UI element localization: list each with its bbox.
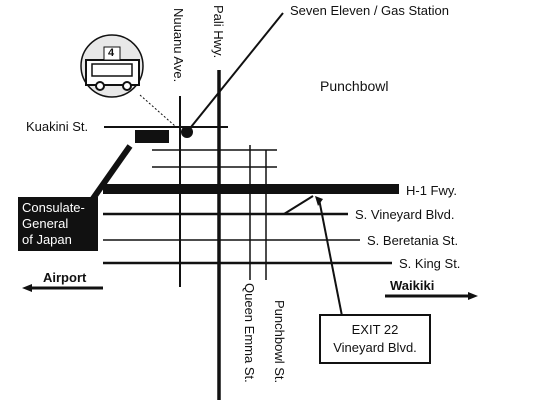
seven-eleven-marker <box>181 126 193 138</box>
beretania-street-label: S. Beretania St. <box>367 233 459 248</box>
exit-pointer-head <box>315 196 323 206</box>
exit-22-box: EXIT 22 Vineyard Blvd. <box>319 314 431 364</box>
consulate-label-line: General <box>22 216 69 231</box>
queen-emma-street-label: Queen Emma St. <box>242 283 257 383</box>
car-icon <box>80 34 144 98</box>
airport-label: Airport <box>43 270 87 285</box>
h1-freeway <box>103 184 399 194</box>
waikiki-arrow-icon <box>385 292 478 300</box>
airport-arrow-icon <box>22 284 103 292</box>
waikiki-label: Waikiki <box>390 278 435 293</box>
consulate-label-line: Consulate- <box>22 200 85 215</box>
consulate-building <box>135 130 169 143</box>
h1-freeway-label: H-1 Fwy. <box>406 183 458 198</box>
punchbowl-area-label: Punchbowl <box>320 78 389 94</box>
king-street-label: S. King St. <box>399 256 461 271</box>
consulate-label-line: of Japan <box>22 232 72 247</box>
pali-hwy-label: Pali Hwy. <box>211 5 226 59</box>
parking-pointer <box>139 94 176 127</box>
exit-label: EXIT 22 <box>351 322 399 337</box>
seven-eleven-pointer <box>186 12 284 133</box>
punchbowl-street-label: Punchbowl St. <box>272 300 287 384</box>
seven-eleven-label: Seven Eleven / Gas Station <box>290 3 449 18</box>
exit-street-label: Vineyard Blvd. <box>333 340 417 355</box>
consulate-pointer <box>89 144 133 202</box>
kuakini-street-label: Kuakini St. <box>26 119 89 134</box>
parking-number: 4 <box>108 47 115 59</box>
exit-pointer <box>318 198 343 317</box>
nuuanu-ave-label: Nuuanu Ave. <box>171 8 186 83</box>
exit-ramp-line <box>283 195 314 215</box>
consulate-label: Consulate- General of Japan <box>18 197 98 251</box>
vineyard-blvd-label: S. Vineyard Blvd. <box>355 207 455 222</box>
